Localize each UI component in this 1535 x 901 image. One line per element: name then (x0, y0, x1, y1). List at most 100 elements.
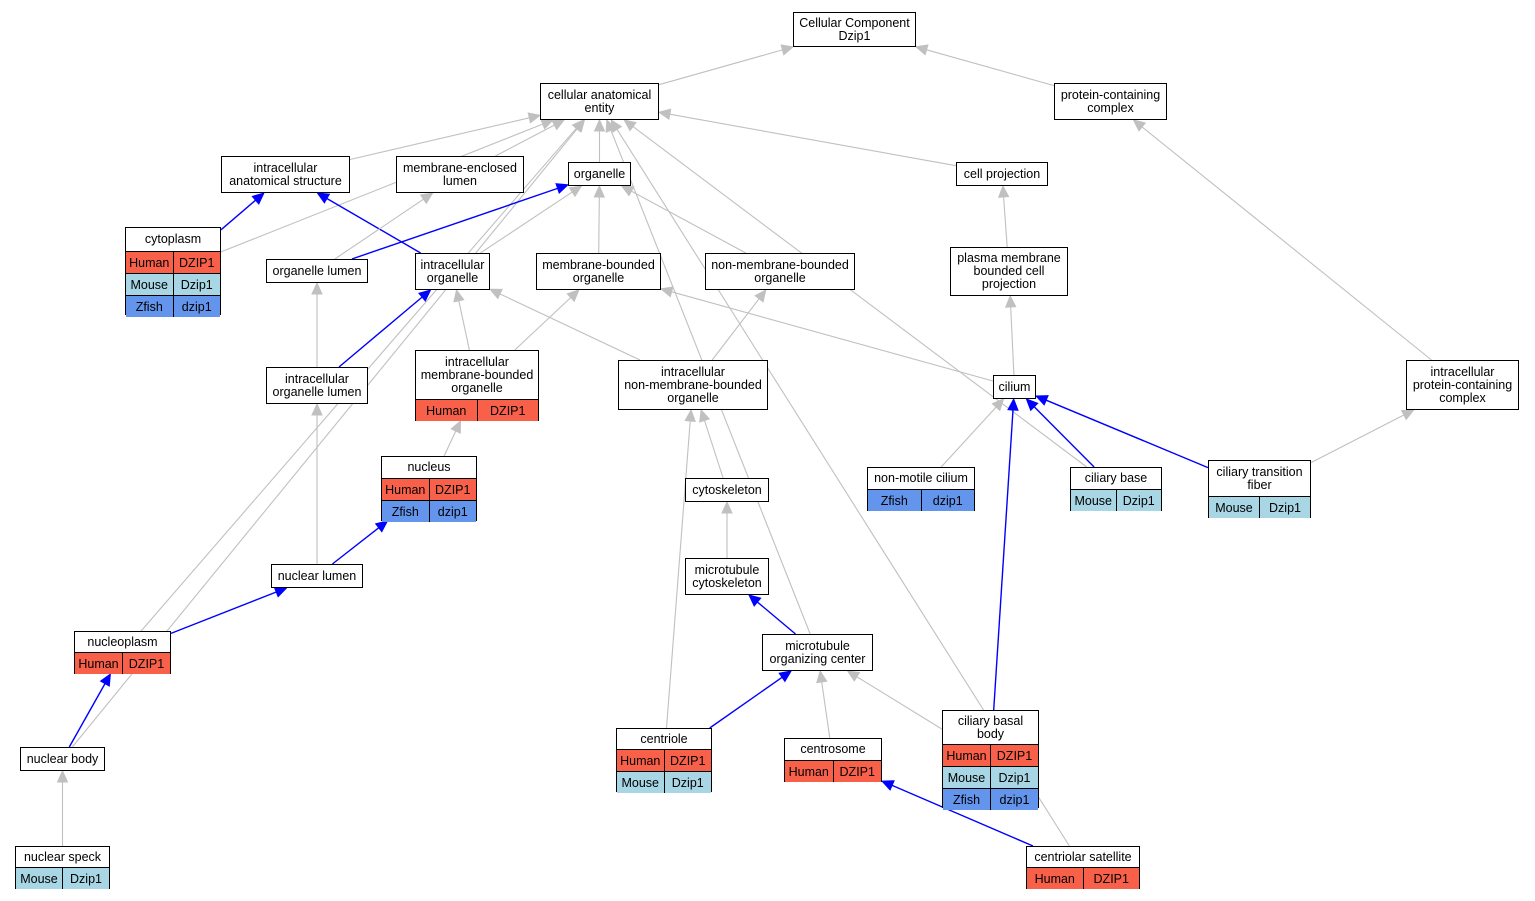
node-cellproj: cell projection (956, 162, 1048, 186)
species-cell: Zfish (952, 792, 981, 807)
edge-cilium-mbo (671, 291, 994, 382)
node-label: cellular anatomical entity (547, 87, 652, 115)
node-pmbcp: plasma membrane bounded cell projection (950, 247, 1068, 296)
species-cell: Human (1034, 871, 1075, 886)
node-ipcc: intracellular protein-containing complex (1406, 360, 1519, 410)
edge-centrosome-mtoc (821, 681, 831, 739)
arrowhead-csat-centrosome (880, 780, 895, 791)
species-cell: Human (788, 764, 829, 779)
node-mel: membrane-enclosed lumen (396, 156, 524, 193)
edge-ctf-ipcc (1310, 414, 1405, 464)
node-imbo: intracellular membrane-bounded organelle… (415, 350, 539, 421)
arrowhead-inmbo-intorg (488, 288, 503, 300)
gene-cell: Dzip1 (172, 274, 221, 295)
node-label: organelle lumen (272, 263, 362, 278)
edge-iol-intorg (338, 296, 423, 368)
species-cell: Mouse (1074, 493, 1113, 508)
node-label: cell projection (963, 166, 1041, 181)
edge-intorg-ias (326, 197, 421, 254)
edge-nbody-nplasm (68, 683, 106, 748)
species-cell: Mouse (130, 277, 169, 292)
species-cell: Mouse (20, 871, 58, 886)
node-mbo: membrane-bounded organelle (536, 253, 661, 290)
node-label: nucleoplasm (87, 634, 158, 649)
edge-csat-centrosome (891, 784, 1034, 847)
arrowhead-imbo-mbo (566, 289, 580, 303)
gene-cell: dzip1 (920, 490, 975, 511)
arrowhead-nbody-nplasm (99, 672, 111, 687)
node-nmbo: non-membrane-bounded organelle (705, 253, 855, 290)
arrowhead-iol-intorg (418, 289, 432, 302)
gene-cell: DZIP1 (1082, 868, 1140, 889)
node-root: Cellular Component Dzip1 (793, 12, 916, 47)
species-cell: Mouse (1215, 500, 1253, 515)
node-label: non-motile cilium (874, 471, 968, 485)
arrowhead-intorg-ias (316, 192, 331, 204)
edge-cellproj-cae (669, 113, 957, 167)
node-label: cytoskeleton (692, 482, 762, 497)
edge-centriole-inmbo (665, 420, 691, 729)
arrowhead-ctf-ipcc (1400, 409, 1415, 421)
node-inmbo: intracellular non-membrane-bounded organ… (618, 360, 768, 410)
arrowhead-centrosome-mtoc (816, 669, 828, 684)
arrowhead-cytosk-inmbo (699, 408, 711, 423)
arrowhead-intorg-org (568, 185, 583, 198)
node-label: protein-containing complex (1060, 87, 1161, 115)
arrowhead-mtcs-cytosk (721, 500, 733, 514)
node-cae: cellular anatomical entity (540, 83, 659, 120)
edge-ipcc-pcc (1141, 126, 1432, 361)
arrowhead-orglumen-org (555, 183, 570, 194)
edge-ias-cae (349, 117, 530, 161)
gene-cell: Dzip1 (663, 772, 712, 793)
arrowhead-nbody-cae (572, 119, 586, 133)
node-label: intracellular organelle (420, 257, 485, 285)
arrowhead-mel-cae (551, 119, 566, 131)
node-org: organelle (568, 162, 631, 186)
edge-ctf-cilium (1045, 399, 1209, 469)
edge-pcc-root (926, 49, 1055, 87)
gene-cell: DZIP1 (172, 252, 221, 273)
edge-mtoc-mtcs (757, 601, 796, 635)
gene-cell: Dzip1 (1115, 490, 1162, 511)
arrowhead-centriole-mtoc (778, 670, 793, 683)
species-cell: Human (426, 403, 467, 418)
species-cell: Human (129, 255, 170, 270)
gene-cell: dzip1 (990, 789, 1038, 810)
node-label: intracellular non-membrane-bounded organ… (624, 364, 762, 405)
node-pcc: protein-containing complex (1054, 83, 1167, 120)
edge-mbo-org (598, 196, 600, 254)
arrowhead-cbb-mtoc (846, 670, 861, 682)
node-label: cytoplasm (144, 232, 202, 246)
arrowhead-pcc-root (914, 44, 929, 56)
arrowhead-pmbcp-cellproj (997, 184, 1010, 198)
node-mtcs: microtubule cytoskeleton (685, 558, 769, 595)
node-label: organelle (573, 166, 626, 181)
node-label: Cellular Component Dzip1 (799, 15, 910, 43)
edge-orglumen-mel (334, 198, 424, 260)
species-cell: Zfish (135, 299, 163, 314)
arrowhead-cellproj-cae (657, 108, 672, 120)
arrowhead-nmc-cilium (991, 398, 1005, 412)
node-mtoc: microtubule organizing center (762, 634, 873, 671)
edge-cytosk-inmbo (703, 420, 724, 479)
node-label: cilium (998, 379, 1031, 394)
edge-cilium-pmbcp (1010, 306, 1015, 376)
